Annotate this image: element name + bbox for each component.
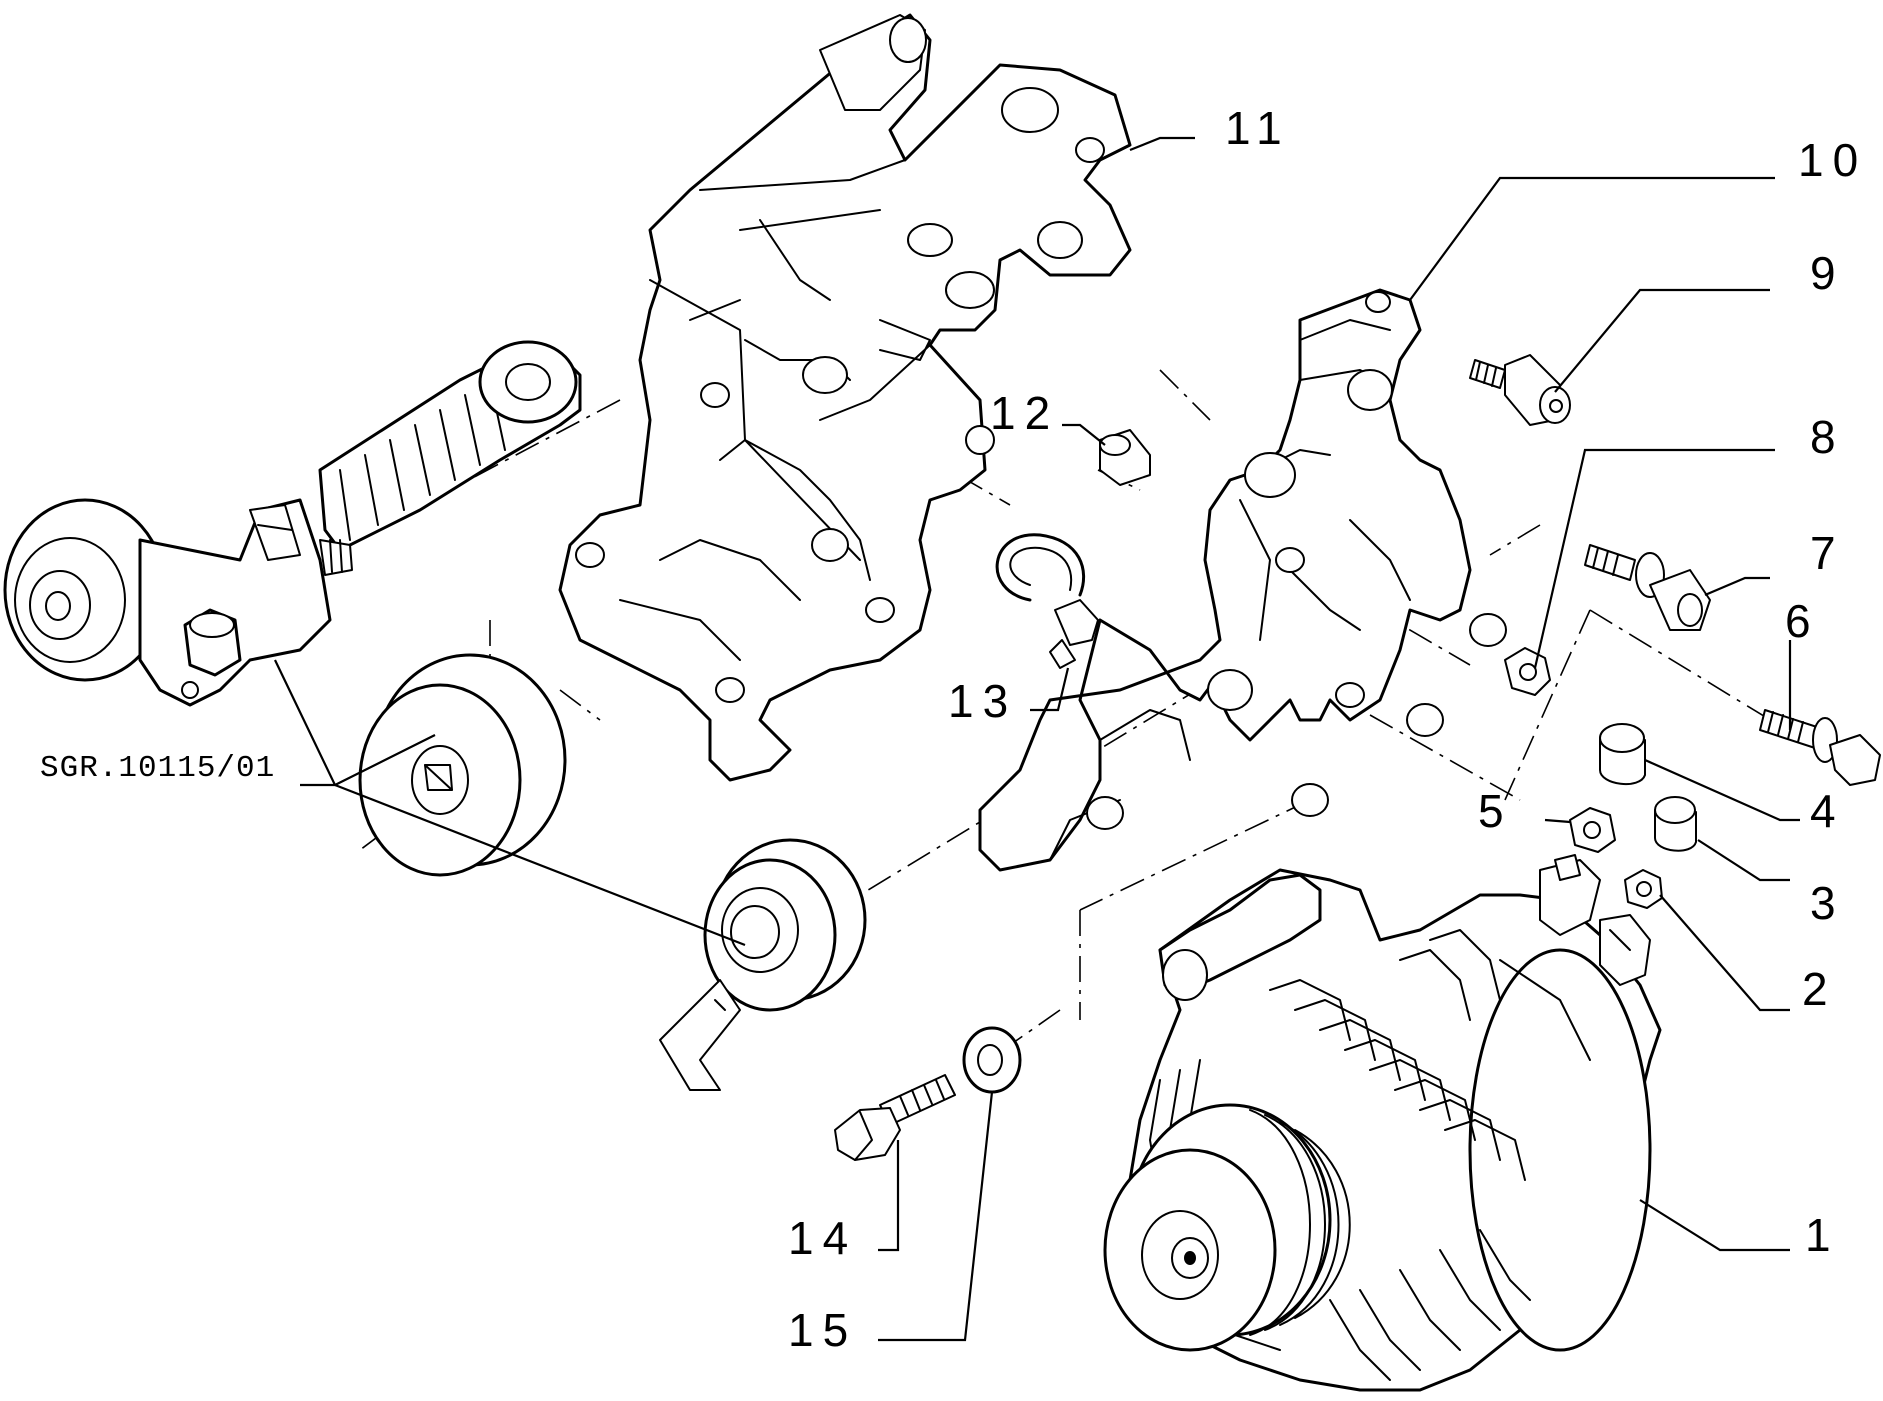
callout-12: 12 xyxy=(990,387,1060,439)
part-12-spacer xyxy=(1099,429,1151,486)
part-3-cap xyxy=(1654,796,1697,852)
callout-2: 2 xyxy=(1802,963,1837,1015)
part-11-mounting-bracket xyxy=(558,13,1132,782)
part-10-alternator-bracket xyxy=(978,288,1507,872)
callout-6: 6 xyxy=(1785,595,1820,647)
part-15-washer xyxy=(962,1026,1022,1094)
idler-pulley xyxy=(358,653,567,877)
lower-idler-pulley xyxy=(659,838,867,1091)
callout-5: 5 xyxy=(1478,785,1513,837)
part-6-bolt xyxy=(1759,709,1881,786)
callout-1: 1 xyxy=(1805,1209,1840,1261)
callout-7: 7 xyxy=(1810,527,1845,579)
leader-lines xyxy=(274,136,1800,1342)
callout-10: 10 xyxy=(1798,134,1868,186)
tensioner-spring-unit xyxy=(318,340,582,576)
callout-14: 14 xyxy=(788,1212,858,1264)
part-9-bolt xyxy=(1469,354,1571,426)
callout-11: 11 xyxy=(1225,102,1291,154)
callout-8: 8 xyxy=(1810,411,1845,463)
part-8-nut xyxy=(1504,647,1551,696)
part-14-bolt xyxy=(834,1074,956,1161)
callout-4: 4 xyxy=(1810,785,1845,837)
part-5-nut xyxy=(1569,807,1616,853)
part-1-alternator xyxy=(1103,854,1662,1392)
part-4-cap xyxy=(1599,723,1646,786)
part-7-bolt xyxy=(1584,544,1711,631)
tensioner-pulley-assembly xyxy=(3,498,332,707)
callout-3: 3 xyxy=(1810,877,1845,929)
part-2-nut xyxy=(1624,869,1663,909)
part-13-clamp xyxy=(995,533,1099,669)
callout-13: 13 xyxy=(948,675,1018,727)
callout-9: 9 xyxy=(1810,247,1845,299)
drawing-reference-code: SGR.10115/01 xyxy=(40,751,276,786)
callout-15: 15 xyxy=(788,1304,858,1356)
